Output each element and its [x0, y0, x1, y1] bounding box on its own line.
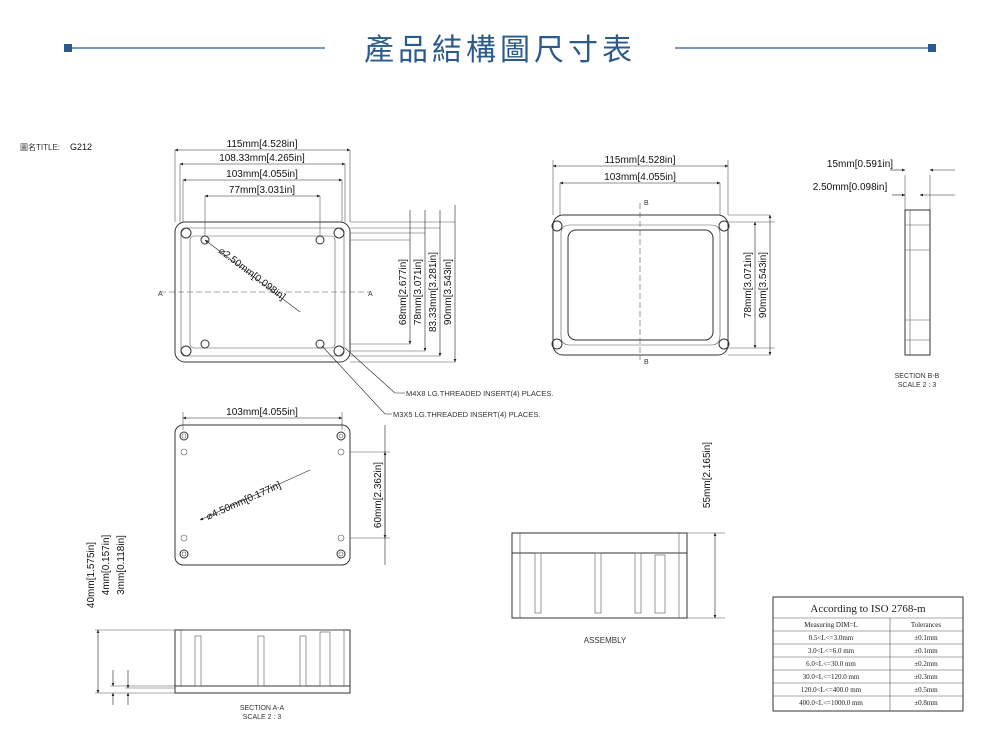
- dim-bottom-height-60: 60mm[2.362in]: [373, 462, 384, 528]
- tolerance-header-measuring: Measuring DIM=L: [804, 621, 858, 629]
- corner-boss-icon: [333, 345, 345, 357]
- corner-boss-icon: [333, 227, 345, 239]
- insert-icon: [315, 235, 325, 245]
- dim-top-height-83: 83.33mm[3.281in]: [428, 252, 439, 332]
- dim-section-a-height-3: 3mm[0.118in]: [116, 535, 127, 595]
- dim-top-width-77: 77mm[3.031in]: [229, 185, 295, 196]
- tolerance-table: According to ISO 2768-m Measuring DIM=L …: [772, 596, 964, 712]
- section-a-a: 40mm[1.575in] 4mm[0.157in] 3mm[0.118in] …: [86, 534, 351, 721]
- section-b-b: 15mm[0.591in] 2.50mm[0.098in] SECTION B-…: [813, 159, 955, 389]
- callout-m3-insert: M3X5 LG.THREADED INSERT(4) PLACES.: [393, 410, 540, 419]
- tolerance-row-value: ±0.1mm: [914, 634, 938, 642]
- drawing-title-value: G212: [70, 142, 92, 152]
- section-a-scale: SCALE 2 : 3: [243, 714, 282, 721]
- section-b-scale: SCALE 2 : 3: [898, 382, 937, 389]
- dim-top-width-115: 115mm[4.528in]: [227, 139, 298, 150]
- section-mark-b-bottom: B: [644, 359, 649, 366]
- tolerance-row-range: 400.0<L<=1000.0 mm: [799, 699, 863, 707]
- tolerance-row-value: ±0.1mm: [914, 647, 938, 655]
- assembly-caption: ASSEMBLY: [584, 636, 627, 645]
- dim-bottom-diameter: ⌀4.50mm[0.177in]: [205, 480, 283, 523]
- insert-icon: [315, 339, 325, 349]
- tolerance-header-tolerances: Tolerances: [911, 621, 941, 629]
- dim-lid-width-103: 103mm[4.055in]: [604, 172, 676, 183]
- tolerance-row-value: ±0.5mm: [914, 686, 938, 694]
- dim-top-height-78: 78mm[3.071in]: [413, 259, 424, 325]
- header: 產品結構圖尺寸表: [64, 33, 936, 68]
- dim-bottom-width-103: 103mm[4.055in]: [226, 407, 298, 418]
- section-mark-b-top: B: [644, 200, 649, 207]
- mounting-hole-icon: [179, 549, 189, 559]
- lid-view: B B 115mm[4.528in] 103mm[4.055in] 78mm[3…: [551, 155, 775, 366]
- header-square-left-icon: [64, 44, 72, 52]
- dim-top-height-68: 68mm[2.677in]: [398, 259, 409, 325]
- dim-section-a-height-4: 4mm[0.157in]: [101, 534, 112, 595]
- section-b-caption: SECTION B-B: [895, 373, 940, 380]
- dim-section-b-width-15: 15mm[0.591in]: [827, 159, 893, 170]
- dim-lid-height-90: 90mm[3.543in]: [758, 252, 769, 318]
- corner-boss-icon: [180, 227, 192, 239]
- dim-lid-height-78: 78mm[3.071in]: [743, 252, 754, 318]
- corner-hole-icon: [551, 338, 563, 350]
- tolerance-row-range: 6.0<L<=30.0 mm: [806, 660, 856, 668]
- dim-section-a-height-40: 40mm[1.575in]: [86, 542, 97, 608]
- mounting-hole-icon: [336, 549, 346, 559]
- tolerance-row-value: ±0.8mm: [914, 699, 938, 707]
- callout-m4-insert: M4X8 LG.THREADED INSERT(4) PLACES.: [406, 389, 553, 398]
- dim-top-width-108: 108.33mm[4.265in]: [219, 153, 305, 164]
- tolerance-row-range: 120.0<L<=400.0 mm: [801, 686, 862, 694]
- dim-top-diameter: ⌀2.50mm[0.098in]: [216, 246, 287, 303]
- mounting-hole-icon: [336, 431, 346, 441]
- insert-icon: [200, 339, 210, 349]
- dim-assembly-height-55: 55mm[2.165in]: [702, 442, 713, 508]
- corner-hole-icon: [551, 220, 563, 232]
- tolerance-table-title: According to ISO 2768-m: [810, 603, 926, 615]
- page-title: 產品結構圖尺寸表: [364, 33, 636, 68]
- corner-boss-icon: [180, 345, 192, 357]
- dim-lid-width-115: 115mm[4.528in]: [605, 155, 676, 166]
- tolerance-row-value: ±0.3mm: [914, 673, 938, 681]
- tolerance-row-range: 30.0<L<=120.0 mm: [803, 673, 860, 681]
- section-a-caption: SECTION A-A: [240, 705, 285, 712]
- bottom-view: 103mm[4.055in] 60mm[2.362in] ⌀4.50mm[0.1…: [174, 407, 390, 566]
- corner-hole-icon: [718, 338, 730, 350]
- dim-section-b-width-250: 2.50mm[0.098in]: [813, 182, 888, 193]
- tolerance-row-range: 0.5<L<=3.0mm: [809, 634, 854, 642]
- assembly-view: 55mm[2.165in] ASSEMBLY: [511, 442, 725, 645]
- dim-top-height-90: 90mm[3.543in]: [443, 259, 454, 325]
- section-mark-a-left: A: [158, 291, 163, 298]
- section-mark-a-right: A: [368, 291, 373, 298]
- tolerance-row-range: 3.0<L<=6.0 mm: [808, 647, 855, 655]
- mounting-hole-icon: [179, 431, 189, 441]
- header-square-right-icon: [928, 44, 936, 52]
- corner-hole-icon: [718, 220, 730, 232]
- tolerance-row-value: ±0.2mm: [914, 660, 938, 668]
- drawing-title-label: 圖名TITLE:: [20, 142, 60, 152]
- top-view: A A 115mm[4.528in] 108.33mm[4.265in] 103…: [158, 139, 553, 419]
- dim-top-width-103: 103mm[4.055in]: [226, 169, 298, 180]
